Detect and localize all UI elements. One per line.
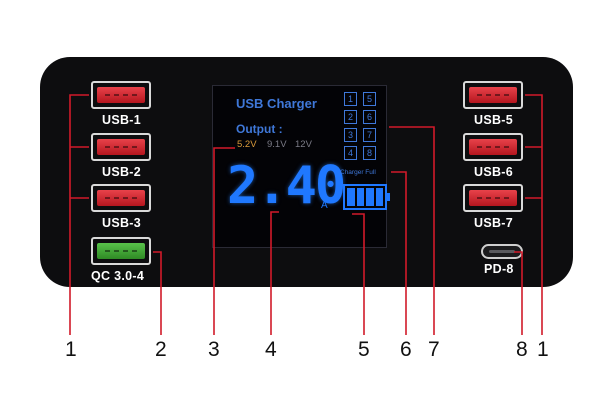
callout-number: 8 [516, 338, 528, 361]
callout-number: 3 [208, 338, 220, 361]
lcd-voltage-5v: 5.2V [237, 139, 257, 150]
leader-line-5 [352, 213, 365, 335]
usb-port-2-label: USB-2 [102, 165, 142, 179]
usb-port-6-label: USB-6 [474, 165, 514, 179]
callout-number: 4 [265, 338, 277, 361]
lcd-current-unit: A [321, 200, 328, 211]
usb-port-3-label: USB-3 [102, 216, 142, 230]
usb-port-2 [91, 133, 151, 161]
leader-line-6 [391, 171, 407, 335]
leader-line-3 [213, 147, 235, 335]
usb-port-6 [463, 133, 523, 161]
usb-c-port-8-label: PD-8 [484, 262, 514, 276]
lcd-port-indicator: 8 [363, 146, 376, 160]
leader-line-1-right [525, 94, 543, 335]
leader-line-8 [514, 251, 523, 335]
callout-number: 1 [537, 338, 549, 361]
usb-port-1-label: USB-1 [102, 113, 142, 127]
lcd-port-indicator: 7 [363, 128, 376, 142]
callout-number: 7 [428, 338, 440, 361]
leader-line-1-left [69, 94, 89, 335]
lcd-port-indicator: 3 [344, 128, 357, 142]
leader-line-7 [389, 126, 435, 335]
usb-port-7-label: USB-7 [474, 216, 514, 230]
lcd-port-indicator: 4 [344, 146, 357, 160]
callout-number: 1 [65, 338, 77, 361]
lcd-charger-full-label: Charger Full [340, 169, 376, 176]
lcd-port-indicator: 5 [363, 92, 376, 106]
callout-number: 6 [400, 338, 412, 361]
leader-line-2 [153, 251, 162, 335]
lcd-port-indicator: 1 [344, 92, 357, 106]
usb-c-port-8 [481, 244, 523, 259]
battery-icon [343, 184, 390, 210]
callout-number: 5 [358, 338, 370, 361]
qc-port-4-label: QC 3.0-4 [91, 269, 145, 283]
lcd-output-label: Output : [236, 122, 283, 136]
usb-port-3 [91, 184, 151, 212]
usb-port-1 [91, 81, 151, 109]
lcd-title: USB Charger [236, 96, 317, 111]
lcd-port-indicator: 2 [344, 110, 357, 124]
qc-port-4 [91, 237, 151, 265]
lcd-voltage-12v: 12V [295, 139, 312, 150]
lcd-port-indicator: 6 [363, 110, 376, 124]
lcd-voltage-9v: 9.1V [267, 139, 287, 150]
lcd-current-readout: 2.40 [227, 156, 346, 216]
lcd-display: USB Charger Output : 5.2V 9.1V 12V 1 5 2… [212, 85, 390, 248]
usb-port-5 [463, 81, 523, 109]
usb-port-5-label: USB-5 [474, 113, 514, 127]
usb-port-7 [463, 184, 523, 212]
callout-number: 2 [155, 338, 167, 361]
leader-line-4 [270, 211, 279, 335]
